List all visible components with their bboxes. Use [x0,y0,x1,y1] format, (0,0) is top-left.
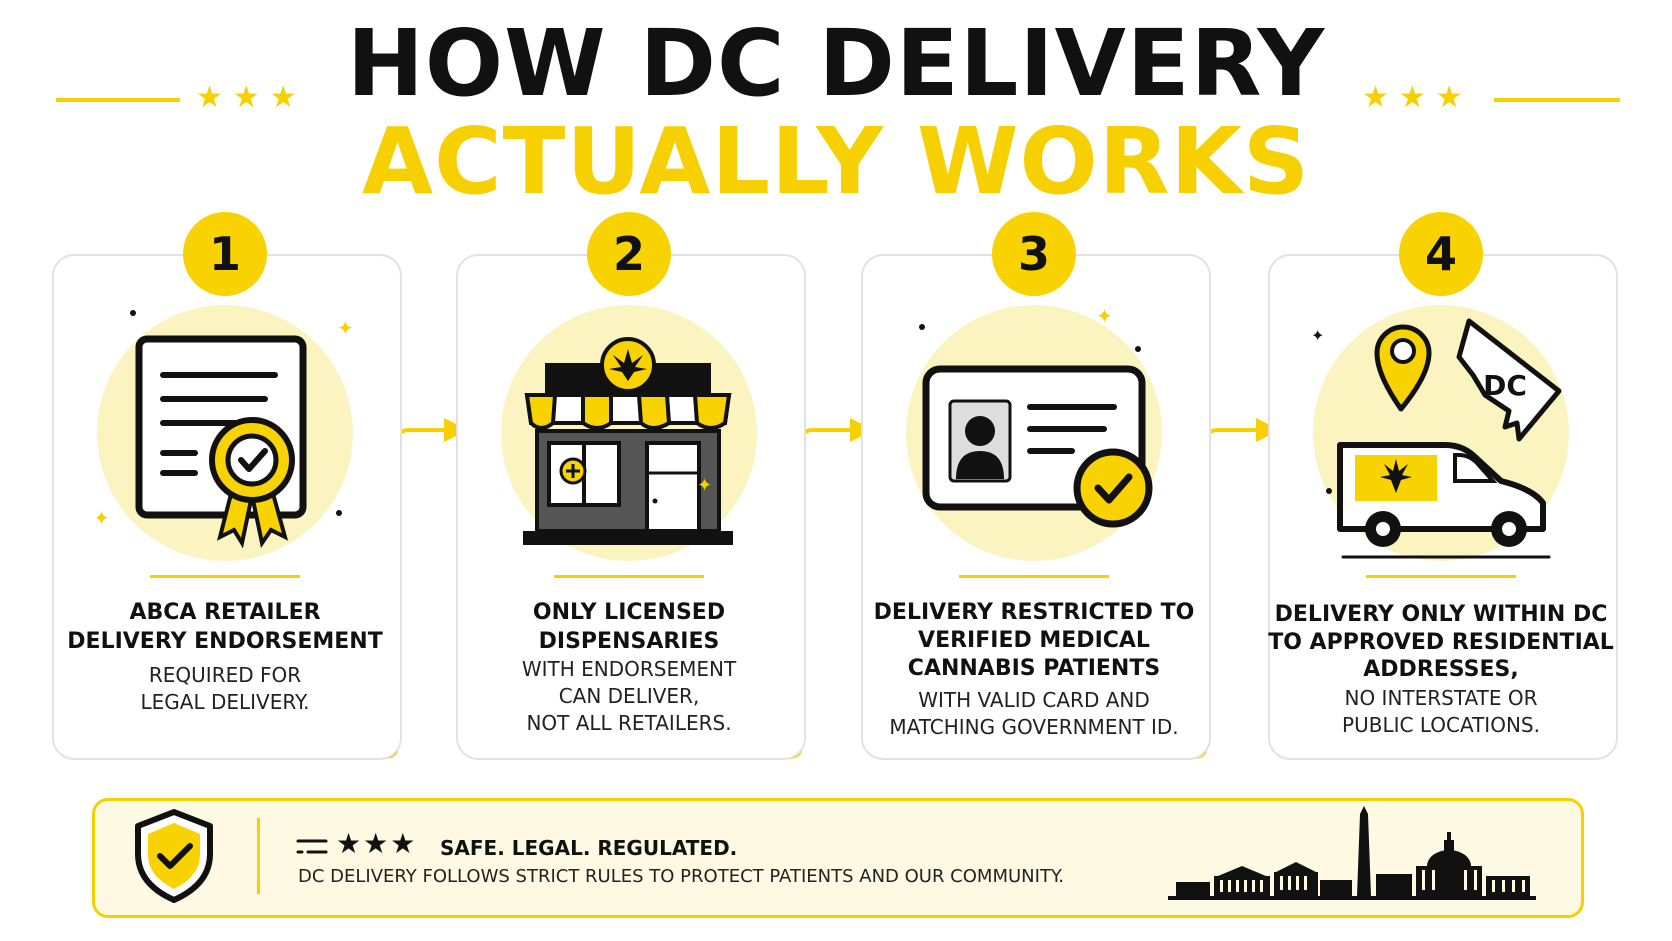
step-2-heading-line-2: DISPENSARIES [538,629,720,654]
banner-headline: SAFE. LEGAL. REGULATED. [440,836,738,860]
step-2-detail-line-1: WITH ENDORSEMENT [521,657,737,681]
dispensary-storefront-icon: ✦ ✦ ✦ [501,305,733,545]
delivery-van-icon: DC ✦ [1313,318,1562,559]
title-line-2: ACTUALLY WORKS [361,108,1311,215]
step-3-heading-line-2: VERIFIED MEDICAL [918,628,1150,653]
svg-text:✦: ✦ [1313,326,1324,345]
speed-lines-icon [296,839,328,854]
svg-text:✦: ✦ [689,305,706,310]
step-1-separator [150,575,300,578]
step-3-number-badge: 3 [992,212,1076,296]
step-2-heading-line-1: ONLY LICENSED [532,600,726,625]
step-2-detail-line-2: CAN DELIVER, [558,684,700,708]
step-3-separator [959,575,1109,578]
step-4-number-badge: 4 [1399,212,1483,296]
step-3-heading-line-3: CANNABIS PATIENTS [907,656,1161,681]
dc-skyline-icon [1168,806,1536,900]
step-1-number-badge: 1 [183,212,267,296]
shield-check-icon [135,809,213,903]
svg-text:✦: ✦ [1096,305,1113,328]
decorative-stars-right: ★★★ [1362,80,1473,115]
step-3-detail-line-2: MATCHING GOVERNMENT ID. [889,715,1179,739]
decorative-line-left [56,98,180,102]
id-card-icon: ✦ [919,305,1153,528]
svg-text:✦: ✦ [697,475,712,496]
step-4-heading-line-1: DELIVERY ONLY WITHIN DC [1274,602,1608,627]
banner-stars: ★★★ [336,827,418,860]
step-1-heading-line-1: ABCA RETAILER [129,600,321,625]
step-4-detail-line-2: PUBLIC LOCATIONS. [1342,713,1540,737]
step-2-number-badge: 2 [587,212,671,296]
title-line-1: HOW DC DELIVERY [346,10,1326,117]
step-4-heading-line-2: TO APPROVED RESIDENTIAL [1268,630,1614,655]
decorative-line-right [1494,98,1620,102]
svg-text:✦: ✦ [97,506,110,530]
svg-text:✦: ✦ [337,316,353,340]
step-1-heading-line-2: DELIVERY ENDORSEMENT [67,629,383,654]
step-1-detail-line-2: LEGAL DELIVERY. [140,690,310,714]
step-4-separator [1366,575,1516,578]
banner-divider [257,818,260,894]
banner-text: DC DELIVERY FOLLOWS STRICT RULES TO PROT… [298,866,1064,887]
step-3-heading-line-1: DELIVERY RESTRICTED TO [873,600,1195,625]
step-3-detail-line-1: WITH VALID CARD AND [918,688,1150,712]
step-2-detail-line-3: NOT ALL RETAILERS. [526,711,732,735]
step-2-separator [554,575,704,578]
decorative-stars-left: ★★★ [196,80,307,115]
step-4-heading-line-3: ADDRESSES, [1363,657,1519,682]
map-dc-label: DC [1483,369,1527,402]
certificate-icon: ✦ ✦ [97,310,353,549]
svg-text:✦: ✦ [501,320,502,339]
step-1-detail-line-1: REQUIRED FOR [148,663,302,687]
step-4-detail-line-1: NO INTERSTATE OR [1344,686,1538,710]
